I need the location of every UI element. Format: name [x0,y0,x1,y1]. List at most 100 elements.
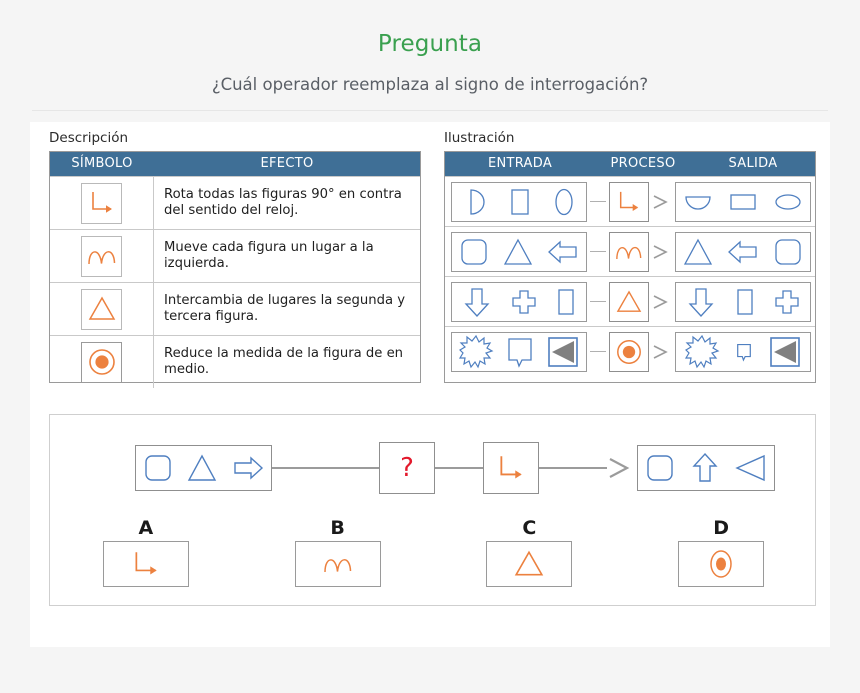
connector-dash [590,201,606,202]
table-row: Rota todas las figuras 90° en contra del… [50,176,420,229]
description-effect-text: Reduce la medida de la figura de en medi… [164,345,404,378]
half-circle-shape [470,188,485,215]
question-panel: ? [49,414,816,606]
column-header-entrada: ENTRADA [487,156,553,171]
shrink-operator-icon[interactable] [678,541,765,587]
content-card: Descripción SÍMBOLO EFECTO Rota todas la… [30,122,830,647]
header-divider [32,110,828,112]
ellipse-vertical-shape [554,188,573,215]
starburst-shape [684,334,720,368]
sequence-connector-line [539,467,607,469]
description-symbol-cell [50,336,154,388]
unknown-operator-slot[interactable]: ? [379,442,435,494]
description-caption: Descripción [49,130,129,146]
left-triangle-filled-shape [548,336,579,367]
rectangle-shape [511,188,529,215]
half-circle-rotated-shape [685,195,711,210]
sequence-connector-line [435,467,483,469]
rectangle-shape [558,288,574,315]
sequence-connector-line [272,467,379,469]
rounded-square-shape [775,238,801,265]
column-header-simbolo: SÍMBOLO [71,156,133,171]
question-sequence: ? [50,437,817,499]
down-arrow-shape [464,287,490,317]
process-arrow-icon [653,294,668,309]
process-arrow-icon [653,244,668,259]
description-symbol-cell [50,230,154,282]
process-arrow-icon [653,194,668,209]
shift-left-operator-icon[interactable] [294,541,381,587]
illustration-output-group [675,231,811,272]
illustration-caption: Ilustración [444,130,515,146]
page-title: Pregunta [377,31,483,57]
rotate-operator-icon [609,181,649,222]
column-header-efecto: EFECTO [260,156,314,171]
table-row [445,276,815,326]
starburst-shape [458,334,494,368]
illustration-table: ENTRADA PROCESO SALIDA [444,151,816,383]
page-header: Pregunta ¿Cuál operador reemplaza al sig… [0,0,860,112]
illustration-output-group [675,281,811,322]
description-symbol-cell [50,283,154,335]
rotate-operator-icon[interactable] [102,541,189,587]
option-label: A [138,517,154,539]
ellipse-horizontal-shape [774,193,801,210]
up-arrow-shape [692,452,718,482]
table-row: Intercambia de lugares la segunda y terc… [50,282,420,335]
swap-operator-icon[interactable] [486,541,573,587]
table-row [445,326,815,376]
column-header-proceso: PROCESO [610,156,676,171]
description-symbol-cell [50,177,154,229]
illustration-output-group [675,331,811,372]
illustration-input-group [451,181,587,222]
column-header-salida: SALIDA [728,156,778,171]
sequence-output-group [637,445,775,491]
description-table: SÍMBOLO EFECTO Rota todas las figuras 90… [49,151,421,388]
description-effect-text: Intercambia de lugares la segunda y terc… [164,292,406,325]
triangle-shape [503,238,533,265]
answer-option-a[interactable]: A [91,519,201,587]
rotate-operator-icon [81,182,122,224]
connector-dash [590,251,606,252]
description-effect-text: Mueve cada figura un lugar a la izquierd… [164,239,374,272]
cross-shape [775,289,799,314]
answer-option-b[interactable]: B [283,519,393,587]
left-arrow-shape [548,240,577,263]
rotate-operator-icon [483,442,539,494]
rectangle-rotated-shape [730,193,756,210]
table-row: Reduce la medida de la figura de en medi… [50,335,420,388]
swap-operator-icon [81,288,122,330]
connector-dash [590,301,606,302]
rectangle-shape [737,288,753,315]
rounded-square-shape [461,238,487,265]
speech-bubble-shape [508,337,532,368]
shrink-operator-icon [609,331,649,372]
table-row: Mueve cada figura un lugar a la izquierd… [50,229,420,282]
table-row [445,176,815,226]
illustration-table-header: ENTRADA PROCESO SALIDA [445,152,815,176]
illustration-output-group [675,181,811,222]
option-label: C [522,517,537,539]
illustration-input-group [451,331,587,372]
left-triangle-shape [734,454,765,482]
left-arrow-shape [728,240,757,263]
description-effect-text: Rota todas las figuras 90° en contra del… [164,186,402,219]
speech-bubble-small-shape [737,343,751,362]
option-label: B [330,517,345,539]
question-mark-label: ? [400,453,414,483]
illustration-input-group [451,281,587,322]
connector-dash [590,351,606,352]
shift-left-operator-icon [609,231,649,272]
shrink-operator-icon [81,341,122,383]
description-table-header: SÍMBOLO EFECTO [50,152,420,176]
answer-option-d[interactable]: D [666,519,776,587]
swap-operator-icon [609,281,649,322]
left-triangle-filled-shape [770,336,801,367]
triangle-shape [188,454,217,481]
sequence-arrow-icon [609,458,630,478]
rounded-square-shape [647,455,674,481]
answer-option-c[interactable]: C [474,519,584,587]
process-arrow-icon [653,344,668,359]
right-arrow-shape [234,456,263,480]
